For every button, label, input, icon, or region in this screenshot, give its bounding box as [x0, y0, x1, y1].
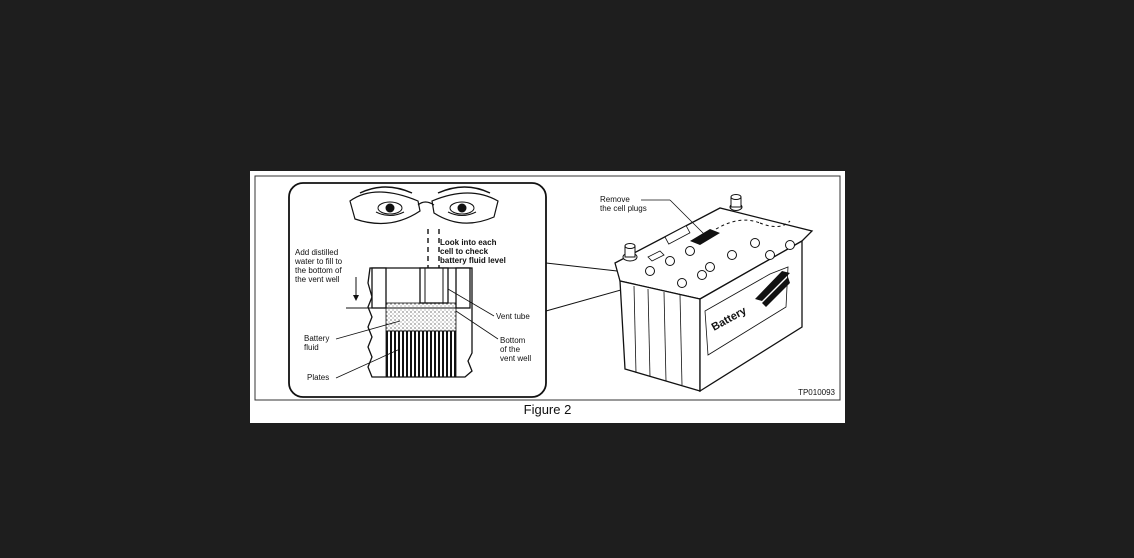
leader-line [669, 199, 706, 236]
figure-caption: Figure 2 [523, 402, 572, 417]
label-vent-tube: Vent tube [496, 312, 530, 321]
figure-panel: Add distilled water to fill to the botto… [250, 171, 845, 423]
label-plates: Plates [307, 373, 329, 382]
label-add-water: Add distilled water to fill to the botto… [294, 248, 344, 284]
leader-line [447, 288, 495, 317]
label-remove-plugs: Remove the cell plugs [600, 195, 647, 213]
battery-diagram: Add distilled water to fill to the botto… [254, 175, 841, 401]
battery-illustration: Battery [614, 194, 814, 393]
leader-line [335, 348, 401, 379]
label-bottom-vent-well: Bottom of the vent well [500, 336, 531, 363]
label-look-into: Look into each cell to check battery flu… [440, 238, 506, 265]
eyes-glasses-icon [349, 186, 499, 225]
cell-cross-section [367, 267, 473, 378]
leader-line [335, 320, 401, 340]
figure-frame [254, 175, 841, 401]
fill-arrow-head [353, 295, 359, 301]
figure-code: TP010093 [798, 388, 835, 397]
leader-line [455, 310, 499, 340]
label-battery-fluid: Battery fluid [304, 334, 332, 352]
